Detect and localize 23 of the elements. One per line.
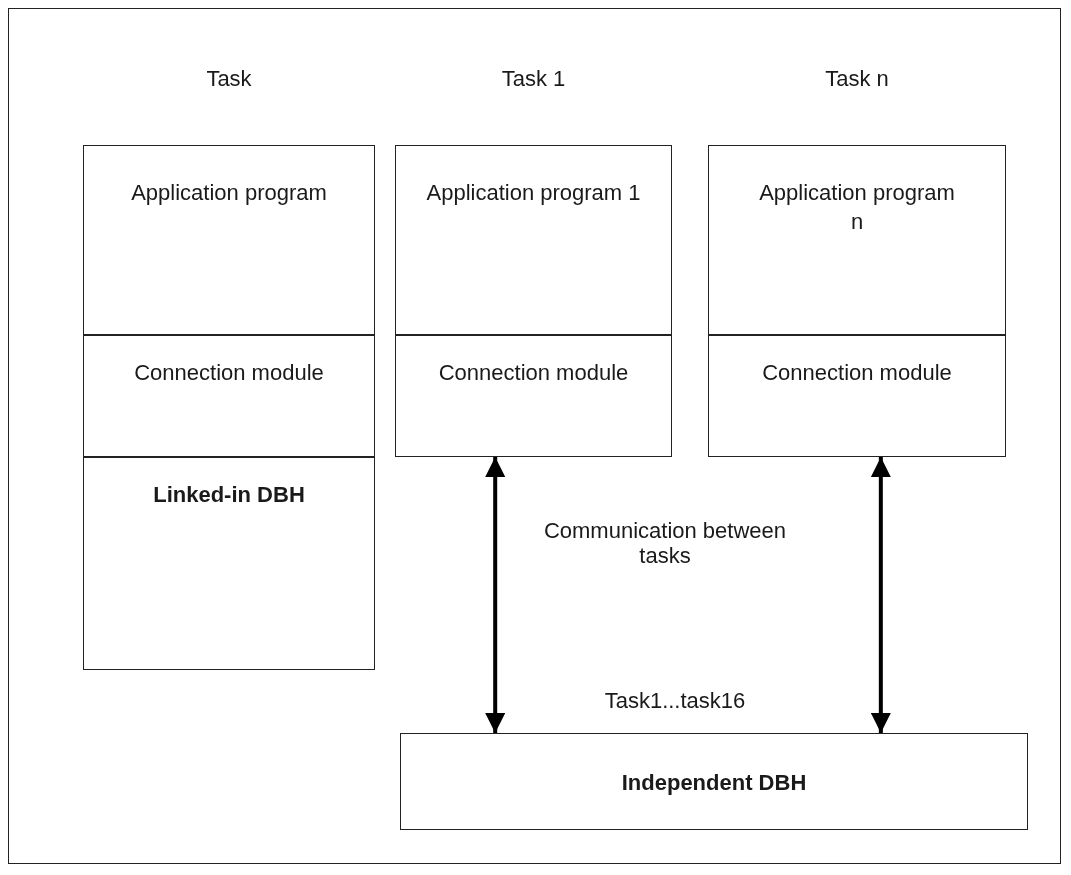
- module-box: [708, 145, 1006, 335]
- box-label: Connection module: [761, 359, 953, 387]
- annotation-text: Task1...task16: [603, 688, 747, 713]
- box-label: Application program n: [758, 179, 956, 236]
- module-box: [400, 733, 1028, 830]
- module-box: [708, 335, 1006, 457]
- box-label: Connection module: [437, 359, 630, 387]
- module-box: [395, 145, 672, 335]
- box-label: Independent DBH: [620, 769, 808, 797]
- box-label: Connection module: [133, 359, 325, 387]
- box-label: Linked-in DBH: [152, 481, 306, 509]
- box-label: Application program: [130, 179, 328, 207]
- box-label: Application program 1: [425, 179, 642, 207]
- module-box: [83, 335, 375, 457]
- module-box: [395, 335, 672, 457]
- annotation-text: Communication between tasks: [542, 518, 788, 568]
- double-arrow: [485, 457, 506, 733]
- column-heading: Task 1: [500, 65, 567, 93]
- column-heading: Task: [205, 65, 253, 93]
- double-arrow: [870, 457, 891, 733]
- column-heading: Task n: [824, 65, 890, 93]
- module-box: [83, 145, 375, 335]
- module-box: [83, 457, 375, 670]
